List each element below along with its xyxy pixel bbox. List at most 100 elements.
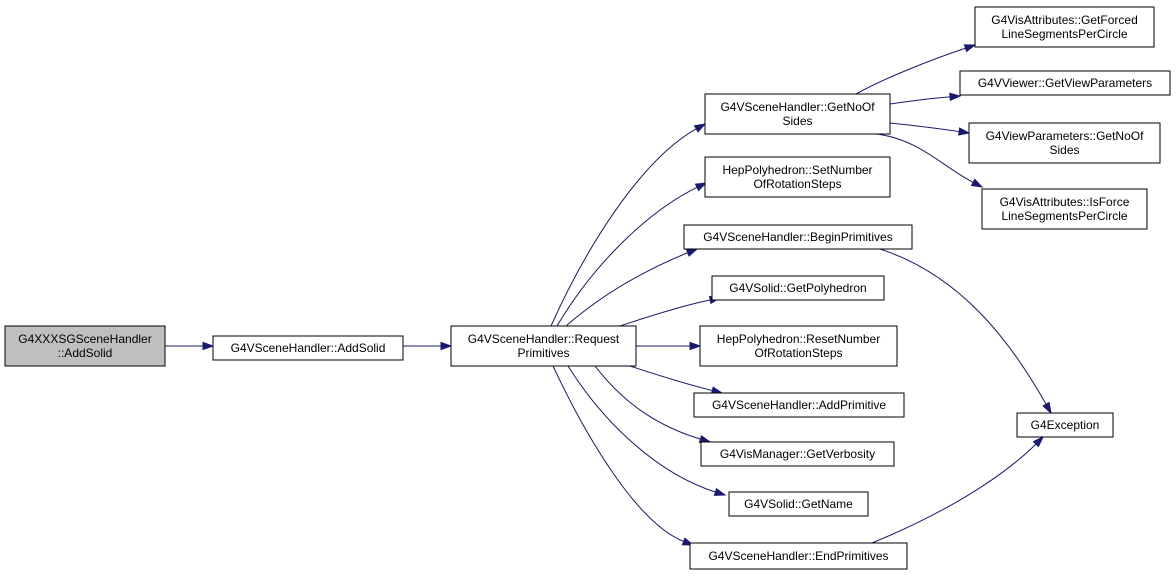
edge-line	[567, 365, 717, 493]
edge-line	[619, 299, 712, 327]
edge-beginprim-to-exception	[879, 248, 1052, 415]
edge-request-to-beginprim	[565, 248, 699, 327]
edge-line	[594, 365, 702, 440]
node-box[interactable]	[728, 491, 869, 517]
node-box[interactable]	[4, 325, 166, 367]
node-label: LineSegmentsPerCircle	[1001, 209, 1127, 223]
node-box[interactable]	[699, 325, 898, 367]
edges-layer	[165, 44, 1052, 546]
edge-request-to-resetnumber	[636, 341, 702, 351]
edge-getnoofsides-to-vp_getnoofsides	[889, 122, 971, 136]
node-box[interactable]	[450, 325, 637, 367]
arrowhead-icon	[970, 178, 984, 188]
node-label: G4VSolid::GetName	[744, 497, 853, 511]
node-label: G4VSceneHandler::GetNoOf	[720, 100, 875, 114]
edge-line	[629, 365, 714, 392]
edge-line	[876, 133, 975, 184]
arrowhead-icon	[440, 341, 453, 351]
node-box[interactable]	[1016, 412, 1114, 438]
node-label: OfRotationSteps	[753, 177, 841, 191]
node-label: G4Exception	[1031, 418, 1100, 432]
edge-request-to-getverbosity	[594, 365, 712, 444]
edge-request-to-setnumber	[556, 182, 708, 327]
node-label: G4VisManager::GetVerbosity	[720, 447, 875, 461]
edge-request-to-endprim	[552, 365, 695, 546]
edge-line	[889, 122, 961, 133]
edge-line	[552, 365, 685, 543]
edge-getnoofsides-to-getviewparams	[889, 92, 962, 105]
arrowhead-icon	[693, 123, 707, 133]
node-label: OfRotationSteps	[754, 346, 842, 360]
node-getpolyhedron[interactable]: G4VSolid::GetPolyhedron	[711, 275, 885, 301]
edge-line	[871, 443, 1037, 544]
node-exception[interactable]: G4Exception	[1016, 412, 1114, 438]
node-label: LineSegmentsPerCircle	[1001, 27, 1127, 41]
arrowhead-icon	[1032, 435, 1045, 448]
node-label: HepPolyhedron::ResetNumber	[717, 332, 880, 346]
node-resetnumber[interactable]: HepPolyhedron::ResetNumberOfRotationStep…	[699, 325, 898, 367]
node-label: G4VisAttributes::GetForced	[991, 13, 1138, 27]
arrowhead-icon	[698, 434, 712, 444]
node-label: HepPolyhedron::SetNumber	[722, 163, 872, 177]
node-endprim[interactable]: G4VSceneHandler::EndPrimitives	[689, 542, 908, 570]
node-label: G4XXXSGSceneHandler	[18, 332, 151, 346]
node-getviewparams[interactable]: G4VViewer::GetViewParameters	[959, 70, 1171, 96]
edge-line	[556, 186, 699, 327]
edge-request-to-getname	[567, 365, 727, 496]
node-box[interactable]	[683, 224, 913, 250]
node-addprimitive[interactable]: G4VSceneHandler::AddPrimitive	[693, 392, 905, 418]
arrowhead-icon	[694, 182, 708, 192]
node-label: Primitives	[517, 346, 569, 360]
arrowhead-icon	[713, 487, 727, 496]
node-beginprim[interactable]: G4VSceneHandler::BeginPrimitives	[683, 224, 913, 250]
node-label: G4VSceneHandler::AddPrimitive	[712, 398, 886, 412]
edge-request-to-getpolyhedron	[619, 295, 722, 327]
node-label: Sides	[1049, 143, 1079, 157]
node-box[interactable]	[704, 93, 891, 135]
node-getname[interactable]: G4VSolid::GetName	[728, 491, 869, 517]
node-box[interactable]	[212, 335, 404, 361]
node-getverbosity[interactable]: G4VisManager::GetVerbosity	[700, 441, 895, 467]
edge-getnoofsides-to-isforce	[876, 133, 984, 188]
arrowhead-icon	[685, 248, 699, 257]
node-label: G4VSceneHandler::AddSolid	[231, 341, 386, 355]
edge-line	[855, 47, 967, 95]
arrowhead-icon	[689, 341, 702, 351]
node-box[interactable]	[700, 441, 895, 467]
arrowhead-icon	[957, 127, 971, 136]
edge-getnoofsides-to-getforced	[855, 44, 977, 95]
node-label: G4ViewParameters::GetNoOf	[986, 129, 1145, 143]
node-box[interactable]	[711, 275, 885, 301]
node-box[interactable]	[959, 70, 1171, 96]
edge-line	[550, 127, 698, 327]
edge-request-to-addprimitive	[629, 365, 724, 395]
arrowhead-icon	[963, 44, 977, 53]
node-addsolid[interactable]: G4VSceneHandler::AddSolid	[212, 335, 404, 361]
node-label: G4VisAttributes::IsForce	[1000, 195, 1130, 209]
edge-request-to-getnoofsides	[550, 123, 707, 327]
node-box[interactable]	[704, 156, 891, 198]
edge-endprim-to-exception	[871, 435, 1045, 544]
edge-line	[565, 251, 689, 327]
node-addsolid_xxx[interactable]: G4XXXSGSceneHandler::AddSolid	[4, 325, 166, 367]
arrowhead-icon	[1042, 401, 1052, 415]
node-label: G4VViewer::GetViewParameters	[978, 76, 1152, 90]
node-box[interactable]	[689, 542, 908, 570]
node-box[interactable]	[981, 188, 1148, 230]
node-box[interactable]	[693, 392, 905, 418]
edge-line	[889, 96, 952, 105]
node-box[interactable]	[974, 6, 1155, 48]
node-box[interactable]	[968, 122, 1161, 164]
node-label: G4VSceneHandler::BeginPrimitives	[703, 230, 892, 244]
arrowhead-icon	[202, 341, 215, 351]
node-isforce[interactable]: G4VisAttributes::IsForceLineSegmentsPerC…	[981, 188, 1148, 230]
node-label: G4VSceneHandler::Request	[468, 332, 620, 346]
edge-line	[879, 248, 1048, 406]
node-getforced[interactable]: G4VisAttributes::GetForcedLineSegmentsPe…	[974, 6, 1155, 48]
